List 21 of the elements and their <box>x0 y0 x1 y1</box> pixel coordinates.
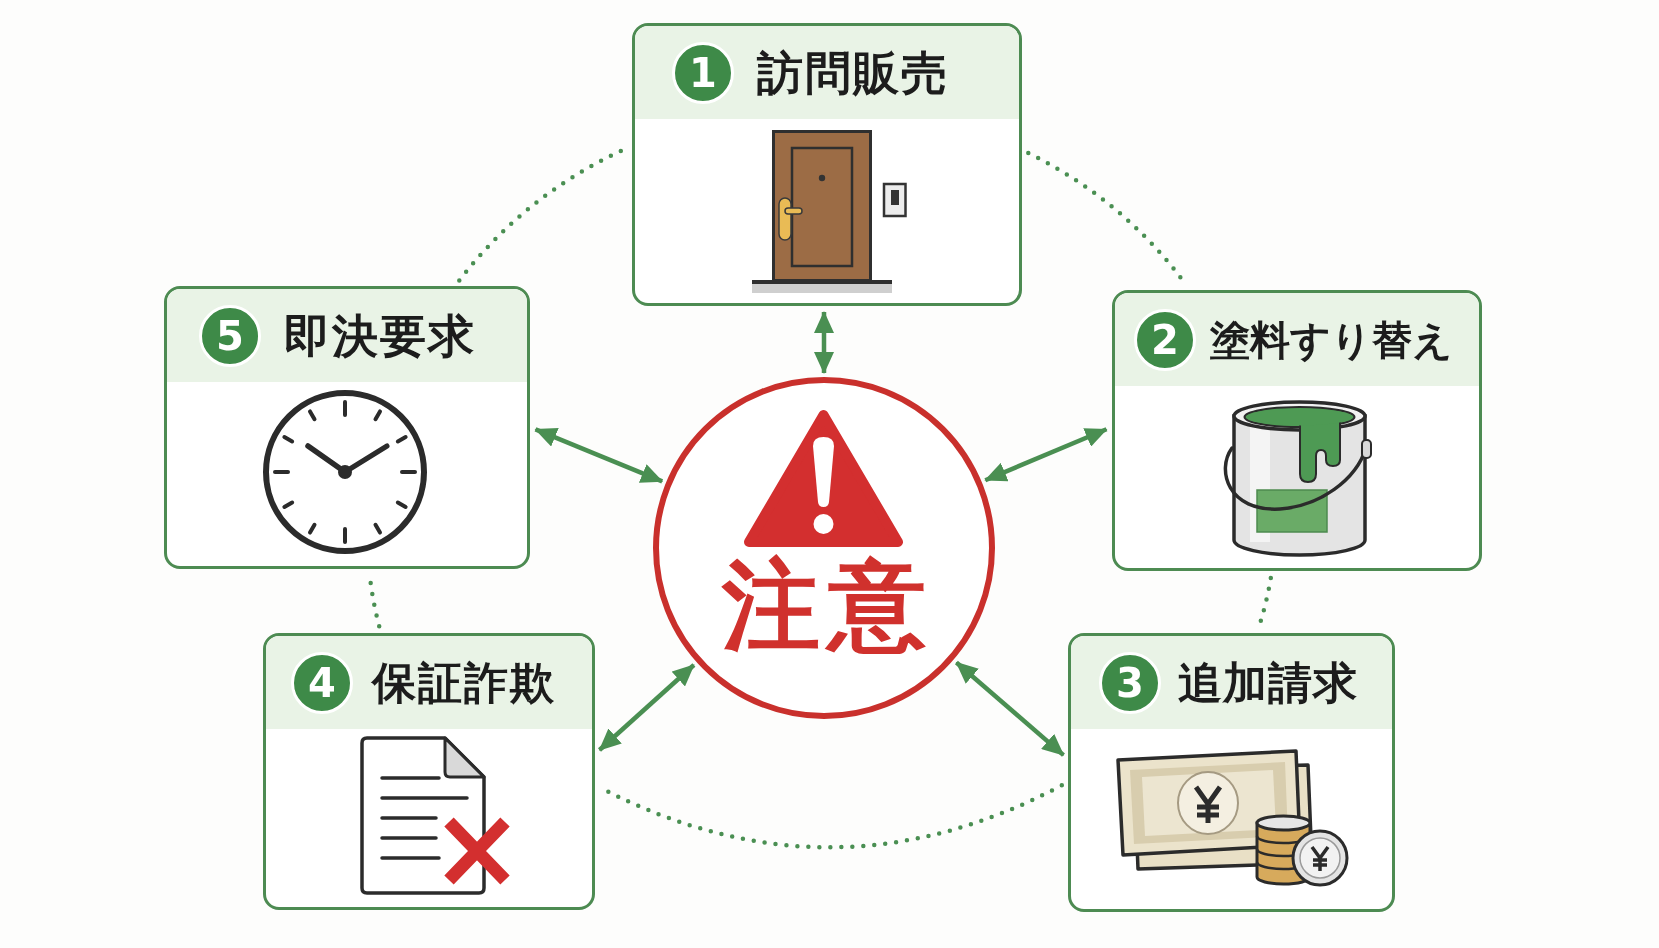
category-card <box>164 286 530 569</box>
card-title: 即決要求 <box>284 312 476 359</box>
double-arrow <box>534 427 664 484</box>
card-title: 塗料すり替え <box>1210 319 1453 360</box>
number-badge: 5 <box>199 304 261 367</box>
card-title: 追加請求 <box>1178 660 1358 705</box>
category-card <box>1112 290 1482 571</box>
category-card <box>632 23 1022 306</box>
double-arrow <box>814 311 834 374</box>
number-badge: 4 <box>291 651 353 714</box>
number-badge: 2 <box>1134 308 1196 371</box>
card-title: 保証詐欺 <box>372 660 556 705</box>
number-badge: 1 <box>672 41 734 104</box>
card-title: 訪問販売 <box>757 49 949 96</box>
number-badge: 3 <box>1099 651 1161 714</box>
double-arrow <box>598 663 696 752</box>
category-card <box>263 633 595 910</box>
warning-title: 注意 <box>720 556 934 654</box>
double-arrow <box>984 427 1108 483</box>
double-arrow <box>954 660 1065 757</box>
category-card <box>1068 633 1395 912</box>
